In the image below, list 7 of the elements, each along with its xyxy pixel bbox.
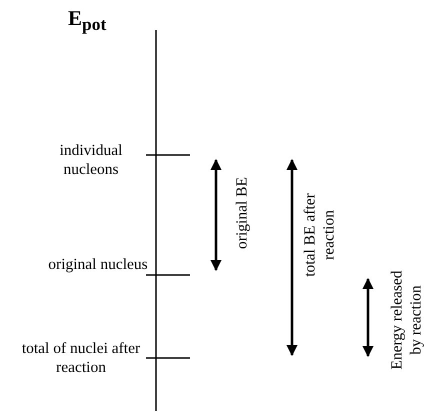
level-label: individual nucleons bbox=[58, 142, 124, 180]
level-label: original nucleus bbox=[48, 256, 148, 275]
level-label: total of nuclei after reaction bbox=[20, 340, 142, 378]
energy-difference-label: Energy released by reaction bbox=[388, 269, 425, 372]
energy-difference-label: total BE after reaction bbox=[301, 192, 338, 279]
axis-title: E$_{pot}$ bbox=[68, 6, 106, 36]
energy-difference-label: original BE bbox=[234, 176, 252, 251]
